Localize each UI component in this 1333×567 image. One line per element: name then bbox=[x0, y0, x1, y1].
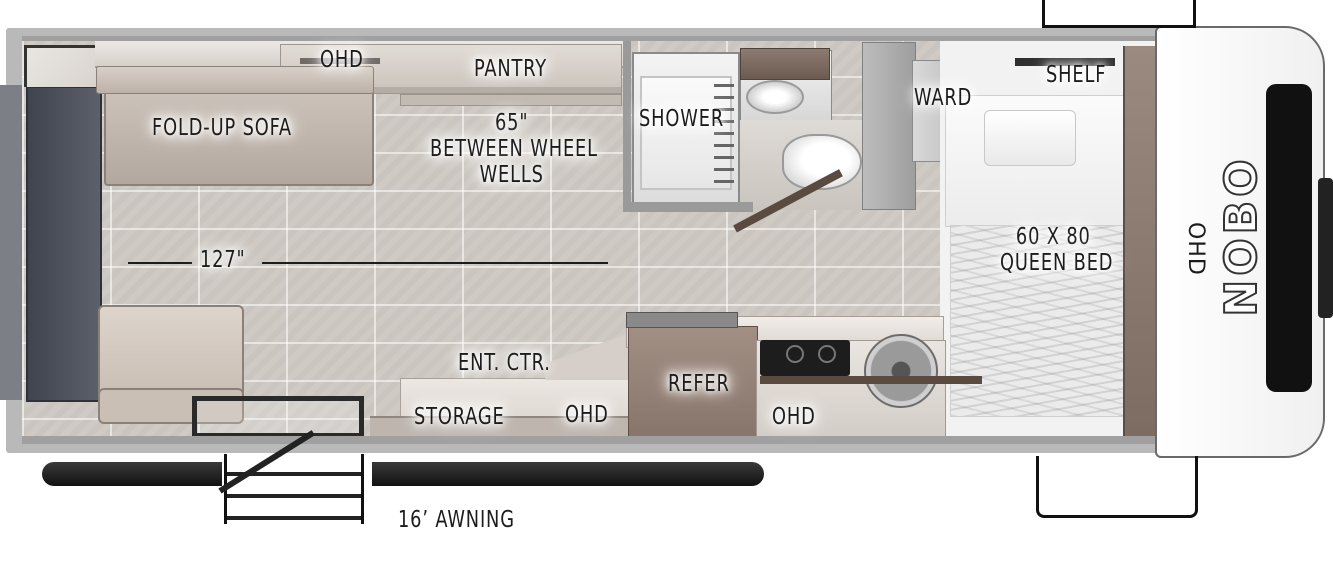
storage-label: STORAGE bbox=[414, 404, 505, 430]
shower-label: SHOWER bbox=[639, 106, 725, 132]
ent-center-angle bbox=[545, 330, 635, 380]
toilet bbox=[782, 134, 862, 190]
rear-frame-top bbox=[24, 45, 99, 87]
kitchen-counter-strip bbox=[760, 376, 982, 384]
pantry-label: PANTRY bbox=[474, 56, 547, 82]
front-hitch bbox=[1318, 178, 1333, 318]
refer-cabinet bbox=[628, 326, 758, 442]
ohd-kitchen-label: OHD bbox=[772, 404, 816, 430]
rear-wall bbox=[0, 85, 24, 400]
fold-up-sofa-label: FOLD-UP SOFA bbox=[152, 115, 292, 141]
rear-ramp-door bbox=[26, 86, 102, 402]
front-rack-top bbox=[1042, 0, 1196, 28]
microwave-top bbox=[626, 312, 738, 328]
ohd-top-label: OHD bbox=[320, 47, 364, 73]
stove-burner-2 bbox=[818, 345, 836, 363]
lower-counter-strip bbox=[370, 416, 630, 438]
pantry-handle bbox=[300, 58, 380, 64]
wheel-wells-label: 65" BETWEEN WHEEL WELLS bbox=[430, 110, 598, 188]
ohd-front-label: OHD bbox=[1183, 222, 1208, 276]
stove bbox=[760, 340, 850, 376]
ward-label: WARD bbox=[914, 85, 973, 111]
queen-bed bbox=[950, 225, 1124, 417]
front-cabinets bbox=[1123, 46, 1155, 438]
stove-burner-1 bbox=[786, 345, 804, 363]
awning bbox=[42, 462, 764, 486]
pillow bbox=[984, 110, 1076, 166]
kitchen-sink bbox=[864, 334, 938, 408]
top-wall-line bbox=[22, 36, 1157, 41]
dinette-seat-back bbox=[98, 388, 244, 424]
bottom-wall bbox=[22, 436, 1157, 444]
sofa-back bbox=[96, 66, 374, 94]
queen-bed-label: 60 X 80 QUEEN BED bbox=[1000, 224, 1114, 276]
dinette-table bbox=[192, 396, 364, 438]
length-line-right bbox=[262, 262, 608, 264]
shelf-label: SHELF bbox=[1046, 62, 1107, 88]
bathroom-wall-right bbox=[862, 42, 916, 210]
length-line-left bbox=[128, 262, 192, 264]
sink-basin bbox=[746, 80, 804, 114]
medicine-cabinet bbox=[740, 48, 830, 80]
ent-ctr-label: ENT. CTR. bbox=[458, 350, 551, 376]
entry-steps bbox=[224, 454, 364, 524]
bathroom-bottom-wall bbox=[623, 202, 753, 212]
nobo-logo: NOBO bbox=[1215, 154, 1268, 317]
bathroom-wall-left bbox=[623, 40, 631, 210]
shower-door-rail bbox=[714, 84, 734, 184]
front-window bbox=[1266, 84, 1312, 392]
length-label: 127" bbox=[200, 247, 246, 273]
pantry-shelf-strip bbox=[400, 94, 622, 106]
ohd-storage-label: OHD bbox=[565, 402, 609, 428]
front-rack-bottom bbox=[1036, 456, 1198, 518]
refer-label: REFER bbox=[668, 371, 730, 397]
shelf bbox=[1015, 58, 1115, 66]
awning-label: 16’ AWNING bbox=[398, 507, 515, 533]
